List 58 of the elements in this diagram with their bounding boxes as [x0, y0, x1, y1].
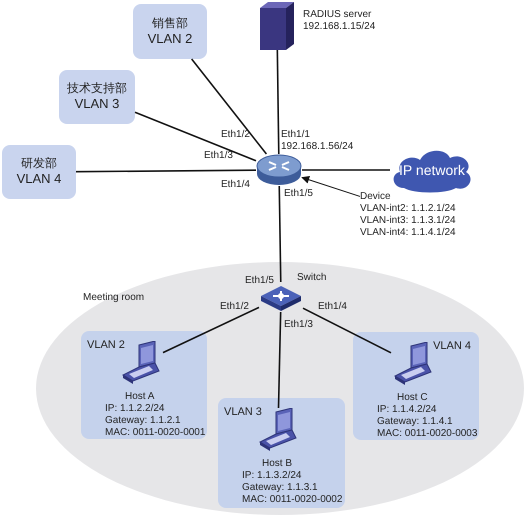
department-name: 销售部 — [152, 16, 188, 31]
vlan-label: VLAN 3 — [74, 96, 120, 113]
host-info: Gateway: 1.1.3.1 — [242, 482, 318, 494]
department-box — [2, 145, 76, 199]
host-info: MAC: 0011-0020-0002 — [242, 494, 342, 506]
device-info: VLAN-int3: 1.1.3.1/24 — [360, 215, 457, 227]
host-info: IP: 1.1.2.2/24 — [105, 403, 164, 415]
vlan-region — [218, 398, 345, 508]
host-info: Gateway: 1.1.4.1 — [377, 416, 453, 428]
device-info: Device — [360, 191, 392, 203]
port-label: Eth1/3 — [284, 319, 313, 331]
network-link — [302, 307, 392, 354]
host-info: MAC: 0011-0020-0003 — [377, 428, 478, 440]
server-label: RADIUS server — [303, 9, 372, 21]
network-link — [162, 306, 260, 354]
port-label: Eth1/2 — [221, 129, 250, 141]
device-info: VLAN-int4: 1.1.4.1/24 — [360, 227, 457, 239]
host-name: Host B — [261, 458, 292, 470]
port-label: Eth1/3 — [204, 150, 233, 162]
host-name: Host C — [396, 392, 428, 404]
port-label: Eth1/2 — [220, 301, 249, 313]
port-label: Eth1/1 — [281, 129, 310, 141]
host-info: Gateway: 1.1.2.1 — [105, 415, 181, 427]
port-label: Eth1/4 — [318, 301, 347, 313]
department-name: 研发部 — [21, 156, 57, 172]
network-link — [278, 186, 282, 282]
department-box — [133, 4, 207, 59]
router-icon — [256, 154, 302, 186]
host-info: IP: 1.1.3.2/24 — [242, 470, 302, 482]
department-name: 技术支持部 — [67, 81, 127, 96]
host-name: Host A — [124, 391, 154, 403]
vlan-label: VLAN 3 — [224, 405, 262, 420]
server-icon — [260, 2, 294, 50]
vlan-label: VLAN 4 — [433, 339, 471, 354]
area-title: Meeting room — [83, 291, 144, 305]
cloud-label: IP network — [399, 160, 465, 180]
network-link — [134, 112, 256, 162]
host-info: MAC: 0011-0020-0001 — [105, 427, 206, 439]
vlan-label: VLAN 2 — [87, 338, 125, 353]
server-label: 192.168.1.15/24 — [303, 21, 376, 33]
network-link — [76, 169, 256, 172]
vlan-region — [353, 332, 479, 440]
port-label: Eth1/4 — [221, 179, 250, 191]
port-label: Eth1/5 — [284, 188, 313, 200]
port-label: 192.168.1.56/24 — [281, 141, 354, 153]
port-label: Eth1/5 — [245, 275, 274, 287]
switch-label: Switch — [297, 272, 326, 284]
vlan-label: VLAN 4 — [16, 171, 62, 188]
network-link — [276, 50, 280, 154]
network-link — [302, 169, 390, 171]
device-info: VLAN-int2: 1.1.2.1/24 — [360, 203, 457, 215]
network-link — [278, 312, 282, 408]
vlan-label: VLAN 2 — [148, 30, 192, 48]
host-info: IP: 1.1.4.2/24 — [377, 404, 436, 416]
department-box — [59, 70, 135, 124]
leader-arrow — [301, 176, 360, 197]
network-link — [191, 58, 268, 154]
vlan-region — [81, 331, 207, 439]
